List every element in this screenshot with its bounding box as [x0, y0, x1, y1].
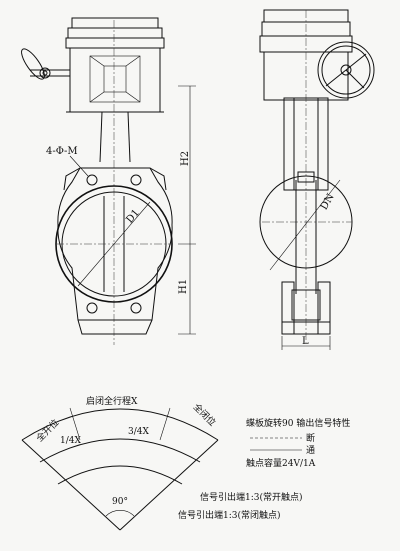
- switch-diagram: 启闭全行程X 全开位 全闭位 1/4X 3/4X 90°: [21, 395, 219, 531]
- signal-legend: 蝶板旋转90 输出信号特性 断 通 触点容量24V/1A 信号引出端1:3(常开…: [178, 417, 350, 521]
- bolt-hole-callout: 4-Φ-M: [46, 146, 78, 157]
- side-handwheel: [317, 41, 375, 99]
- legend-off: 断: [306, 432, 315, 444]
- d1-label: D1: [124, 207, 142, 225]
- bolt-hole: [86, 174, 98, 186]
- signal-note-open: 信号引出端1:3(常开触点): [200, 491, 303, 503]
- rotation-title: 蝶板旋转90 输出信号特性: [246, 417, 350, 429]
- bolt-hole: [130, 302, 142, 314]
- gearbox-body: [69, 47, 161, 113]
- signal-note-closed: 信号引出端1:3(常闭触点): [178, 509, 281, 521]
- stroke-title: 启闭全行程X: [86, 395, 138, 407]
- fully-closed-label: 全闭位: [191, 401, 219, 429]
- handwheel: [21, 48, 70, 80]
- actuator-top-cap: [71, 17, 159, 29]
- angle-label: 90°: [112, 497, 128, 507]
- h1-label: H1: [178, 279, 189, 294]
- legend-on: 通: [306, 445, 315, 456]
- quarter-label: 1/4X: [60, 436, 81, 446]
- h2-label: H2: [180, 151, 191, 166]
- side-view: DN L: [259, 9, 375, 350]
- bolt-hole: [130, 174, 142, 186]
- bolt-hole: [86, 302, 98, 314]
- dn-label: DN: [319, 192, 337, 212]
- contact-capacity: 触点容量24V/1A: [246, 457, 316, 469]
- l-label: L: [302, 336, 309, 347]
- front-view: D1 H2 H1 4-Φ-M: [21, 17, 196, 345]
- three-quarter-label: 3/4X: [128, 427, 149, 437]
